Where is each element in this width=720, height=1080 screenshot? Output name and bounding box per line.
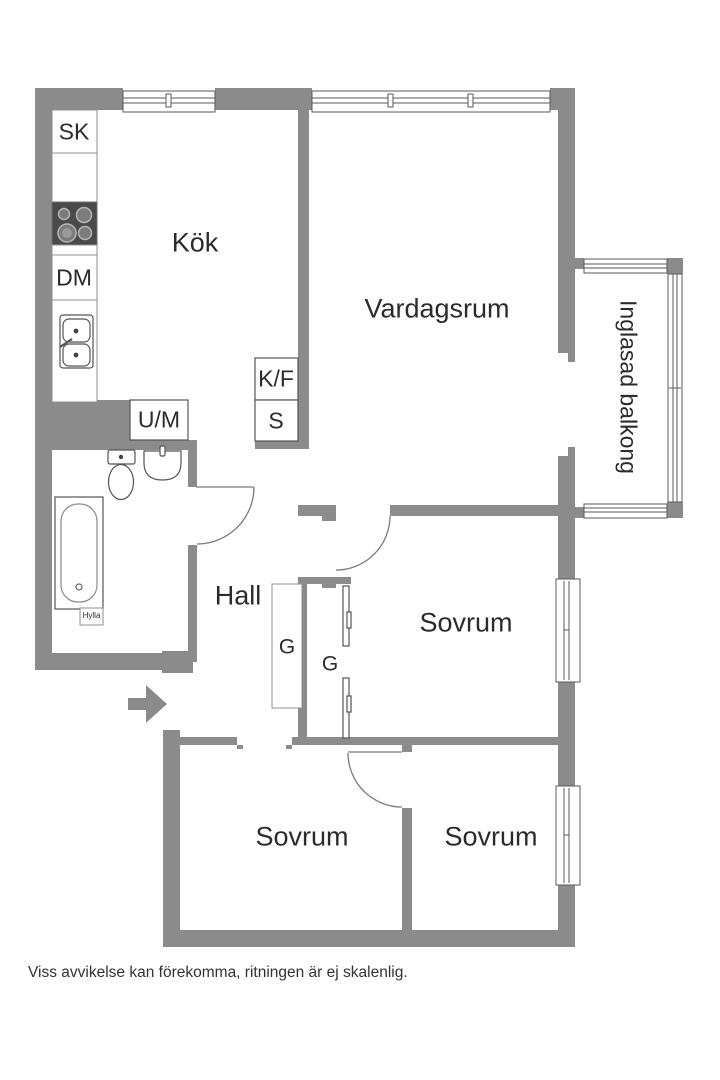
disclaimer-text: Viss avvikelse kan förekomma, ritningen … xyxy=(28,964,408,981)
room-label-hall: Hall xyxy=(214,580,262,611)
kitchen-sink-icon xyxy=(59,314,94,369)
wardrobe-sliding-doors xyxy=(342,585,352,739)
label-pantry: S xyxy=(268,407,284,434)
room-label-kitchen: Kök xyxy=(171,227,219,258)
bedroom-middle-door xyxy=(335,515,391,571)
room-label-balcony: Inglasad balkong xyxy=(615,300,642,474)
label-tall-cabinet: SK xyxy=(58,118,90,145)
toilet-icon xyxy=(107,449,136,501)
pantry-box xyxy=(254,399,299,442)
label-shelf: Hylla xyxy=(82,611,101,620)
bedroom-bottom-right-door xyxy=(347,751,403,808)
room-label-living-room: Vardagsrum xyxy=(364,293,510,324)
balcony-glazing xyxy=(583,258,683,519)
room-label-bedroom-bottom-right: Sovrum xyxy=(444,821,538,852)
bedroom-middle-window xyxy=(555,578,581,683)
kitchen-counter xyxy=(51,109,98,403)
kitchen-window xyxy=(122,90,216,113)
wardrobe-hall-box xyxy=(271,583,303,709)
label-washer: U/M xyxy=(137,406,181,433)
bedroom-bottom-right-window xyxy=(555,785,581,886)
room-label-bedroom-middle: Sovrum xyxy=(419,607,513,638)
label-wardrobe-bedroom: G xyxy=(321,652,339,676)
label-fridge-freezer: K/F xyxy=(258,365,294,392)
shelf-box xyxy=(79,607,104,626)
bathroom-door xyxy=(196,486,255,545)
bathtub-icon xyxy=(54,496,104,610)
walls xyxy=(35,88,683,947)
label-wardrobe-hall: G xyxy=(278,635,296,659)
bathroom-sink-icon xyxy=(143,445,182,481)
living-room-window xyxy=(311,90,551,113)
washer-box xyxy=(129,399,189,441)
entrance-arrow-icon xyxy=(128,685,167,723)
room-label-bedroom-bottom-left: Sovrum xyxy=(255,821,349,852)
label-dishwasher: DM xyxy=(56,264,92,291)
